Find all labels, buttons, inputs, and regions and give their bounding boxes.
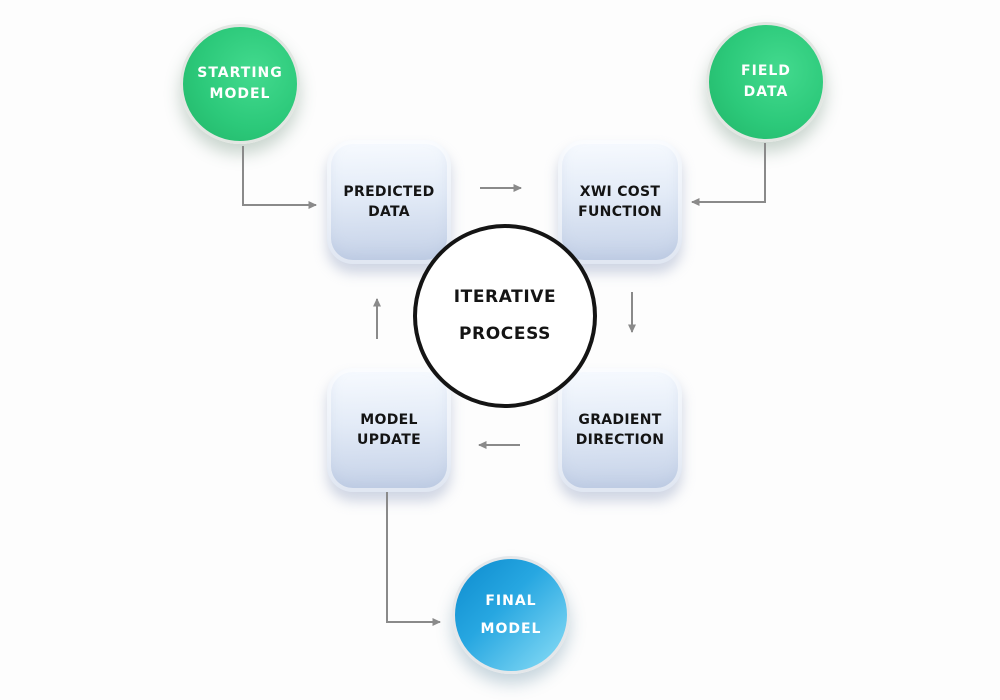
node-starting-model-label: STARTING MODEL (197, 65, 283, 102)
node-predicted-data-label: PREDICTED DATA (343, 183, 435, 220)
node-iterative-process-label: ITERATIVE PROCESS (453, 286, 557, 344)
node-iterative-process: ITERATIVE PROCESS (413, 224, 597, 408)
arrow-starting-model-to-predicted-data (242, 146, 317, 209)
node-gradient-direction: GRADIENT DIRECTION (558, 368, 682, 492)
node-gradient-direction-label: GRADIENT DIRECTION (575, 411, 665, 448)
node-predicted-data: PREDICTED DATA (327, 140, 451, 264)
node-field-data-label: FIELD DATA (741, 63, 791, 100)
node-field-data: FIELD DATA (706, 22, 826, 142)
arrow-model-update-to-final-model (386, 492, 441, 626)
node-final-model: FINAL MODEL (452, 556, 570, 674)
node-model-update: MODEL UPDATE (327, 368, 451, 492)
node-xwi-cost-function: XWI COST FUNCTION (558, 140, 682, 264)
node-final-model-label: FINAL MODEL (480, 593, 542, 637)
node-starting-model: STARTING MODEL (180, 24, 300, 144)
node-model-update-label: MODEL UPDATE (357, 411, 421, 448)
node-xwi-cost-function-label: XWI COST FUNCTION (578, 183, 662, 220)
arrow-field-data-to-xwi-cost (691, 143, 766, 206)
